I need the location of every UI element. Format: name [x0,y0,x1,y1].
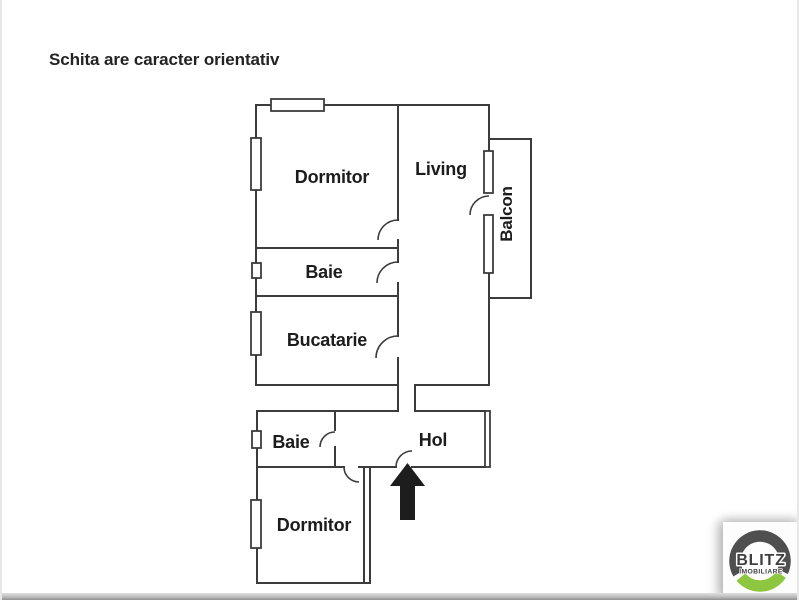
window-balcony-1 [483,150,494,194]
window-left-dormitor2 [250,499,262,549]
window-left-bucatarie [250,311,262,356]
logo-ring-gray-arc [729,530,791,577]
agency-logo-graphic: BLITZ IMOBILIARE [729,530,791,592]
window-hol-right [484,410,491,468]
walls [255,104,532,584]
room-labels: Dormitor Living Baie Bucatarie Balcon Ba… [272,159,516,535]
room-label-dormitor1: Dormitor [295,167,370,187]
door-arc-bucatarie [375,335,399,359]
room-label-baie2: Baie [272,432,309,452]
window-left-baie2 [251,430,262,449]
door-arc-baie1 [376,261,399,284]
logo-brand-text: BLITZ [736,552,785,569]
room-label-balcon: Balcon [497,186,516,241]
door-arc-dormitor2 [343,466,360,483]
wall-interior-corridor [397,104,416,412]
room-label-bucatarie: Bucatarie [287,330,367,350]
wall-dormitor2-right-double [363,466,371,584]
wall-lower-block-outline [256,410,486,584]
door-arc-entrance [395,450,413,468]
wall-upper-block-outline [255,104,490,386]
room-label-hol: Hol [419,430,447,450]
entrance-arrow-icon [390,463,425,520]
logo-subtitle-text: IMOBILIARE [739,569,783,576]
room-label-baie1: Baie [305,262,342,282]
door-arc-balcon [469,195,490,216]
room-label-dormitor2: Dormitor [277,515,352,535]
window-left-dormitor1 [250,137,262,191]
photo-bottom-edge [2,593,797,600]
room-label-living: Living [415,159,467,179]
door-arc-baie2 [319,431,336,448]
window-top-dormitor1 [270,98,325,112]
window-left-baie1 [251,262,262,279]
wall-balcony-outline [489,138,532,299]
door-arc-dormitor1 [377,219,399,241]
door-arcs [319,195,490,483]
windows [250,98,494,549]
window-balcony-2 [483,214,494,274]
agency-logo: BLITZ IMOBILIARE [723,522,797,600]
disclaimer-text: Schita are caracter orientativ [49,50,280,69]
logo-ring-green-arc [736,571,786,592]
